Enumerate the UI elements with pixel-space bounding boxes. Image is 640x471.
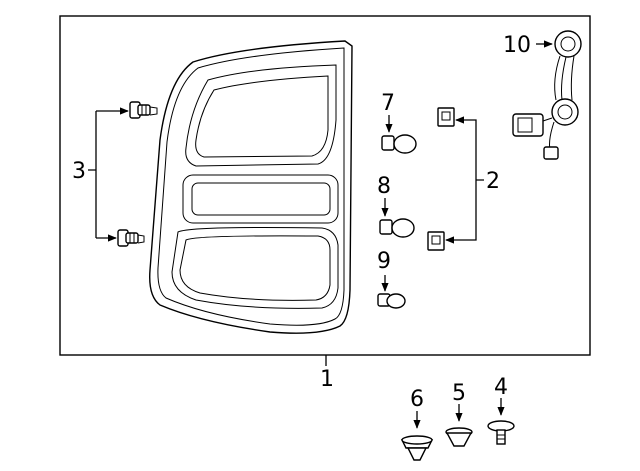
bulb-8 [379, 218, 415, 238]
callout-8: 8 [377, 174, 391, 199]
push-pin-fastener-5 [445, 427, 473, 447]
wiring-harness-socket [512, 30, 582, 160]
callout-2: 2 [486, 169, 500, 194]
push-pin-fastener-6 [400, 435, 434, 461]
callout-7: 7 [381, 91, 395, 116]
tail-lamp-housing [149, 40, 353, 334]
callout-5: 5 [452, 381, 466, 406]
retainer-clip-upper [437, 107, 455, 127]
assembly-frame [59, 15, 591, 356]
bulb-7 [381, 134, 417, 154]
mounting-stud-lower [117, 229, 145, 247]
callout-4: 4 [494, 375, 508, 400]
bulb-9 [377, 293, 406, 309]
callout-1: 1 [320, 367, 334, 392]
leader-3 [88, 110, 126, 239]
leader-2 [450, 119, 484, 241]
mounting-stud-upper [129, 101, 158, 119]
callout-10: 10 [503, 33, 531, 58]
callout-3: 3 [72, 159, 86, 184]
callout-9: 9 [377, 249, 391, 274]
screw-4 [487, 420, 515, 445]
callout-6: 6 [410, 387, 424, 412]
retainer-clip-lower [427, 231, 445, 251]
